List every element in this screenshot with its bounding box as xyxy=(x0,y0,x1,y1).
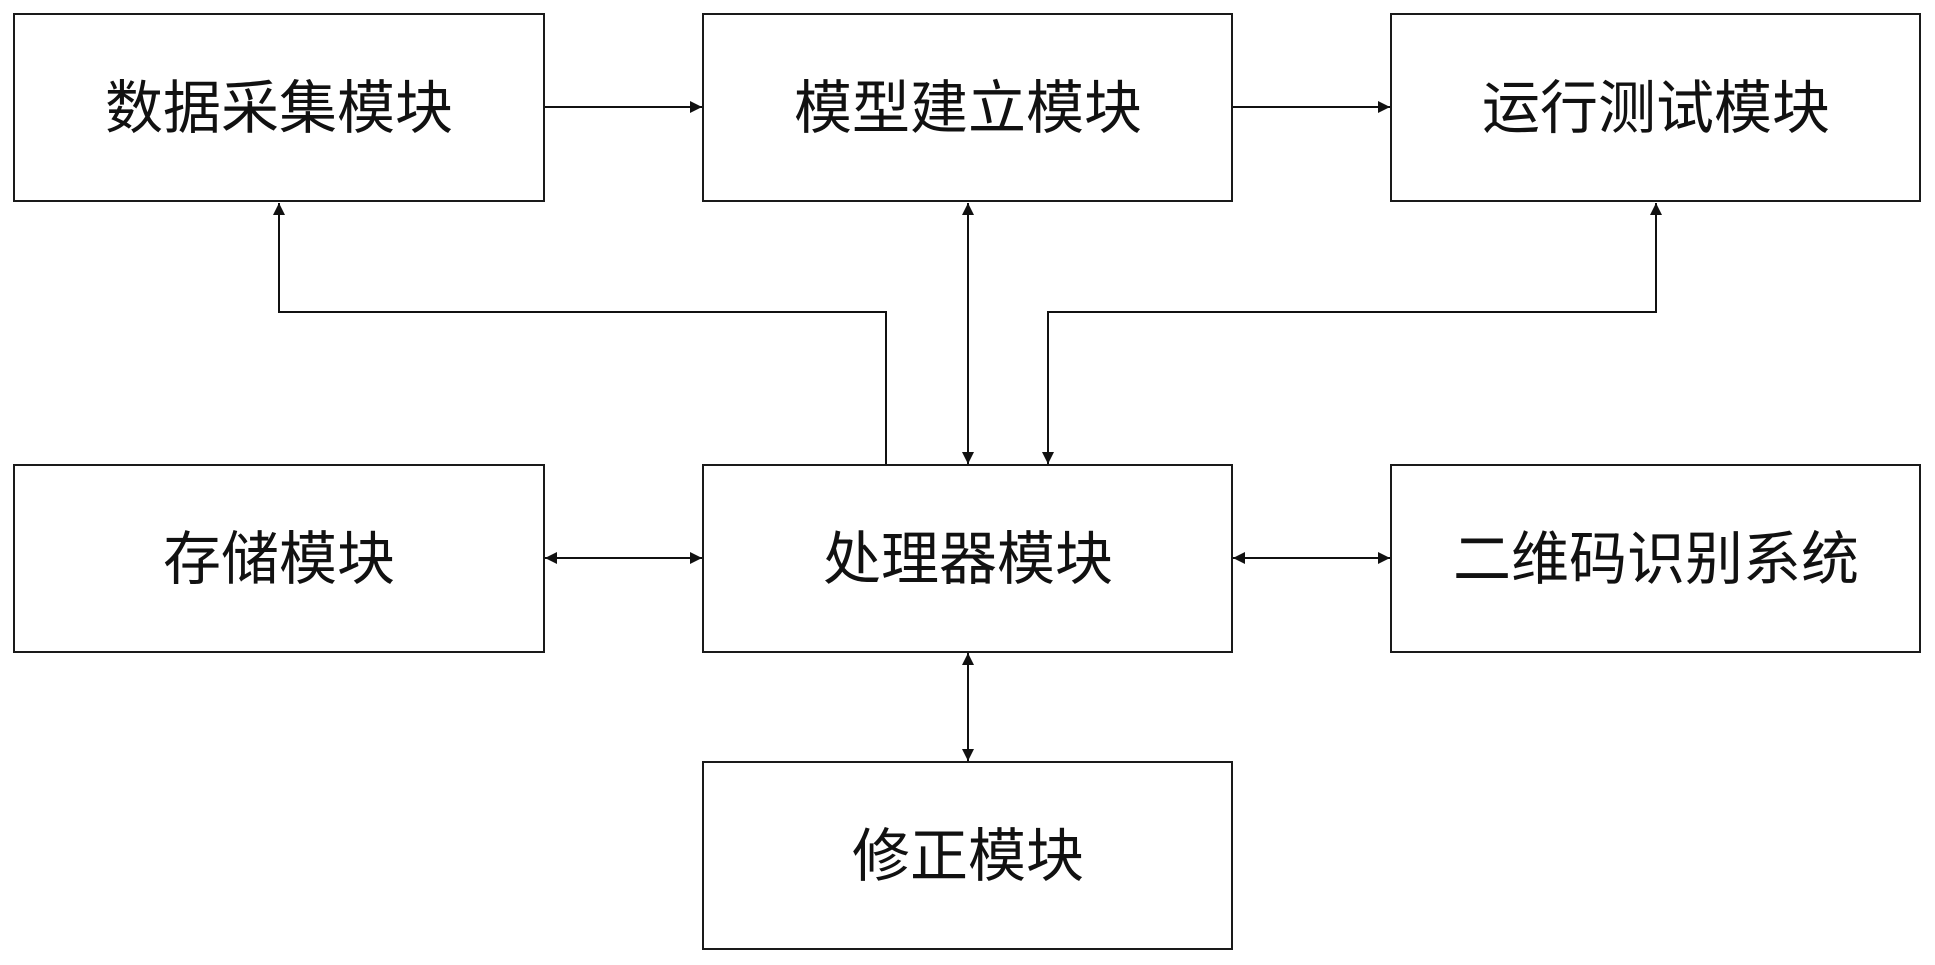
qr-recognition-label: 二维码识别系统 xyxy=(1453,525,1859,593)
arrow-processor-to-data xyxy=(273,203,887,465)
data-acquisition-label: 数据采集模块 xyxy=(105,74,453,142)
qr-recognition-system: 二维码识别系统 xyxy=(1390,464,1921,653)
model-building-module: 模型建立模块 xyxy=(702,13,1233,202)
run-test-module: 运行测试模块 xyxy=(1390,13,1921,202)
run-test-label: 运行测试模块 xyxy=(1482,74,1830,142)
processor-module: 处理器模块 xyxy=(702,464,1233,653)
correction-label: 修正模块 xyxy=(852,822,1084,890)
storage-module: 存储模块 xyxy=(13,464,545,653)
storage-label: 存储模块 xyxy=(163,525,395,593)
correction-module: 修正模块 xyxy=(702,761,1233,950)
model-building-label: 模型建立模块 xyxy=(794,74,1142,142)
arrow-processor-test xyxy=(1042,203,1662,464)
processor-label: 处理器模块 xyxy=(823,525,1113,593)
connectors xyxy=(273,101,1662,761)
data-acquisition-module: 数据采集模块 xyxy=(13,13,545,202)
